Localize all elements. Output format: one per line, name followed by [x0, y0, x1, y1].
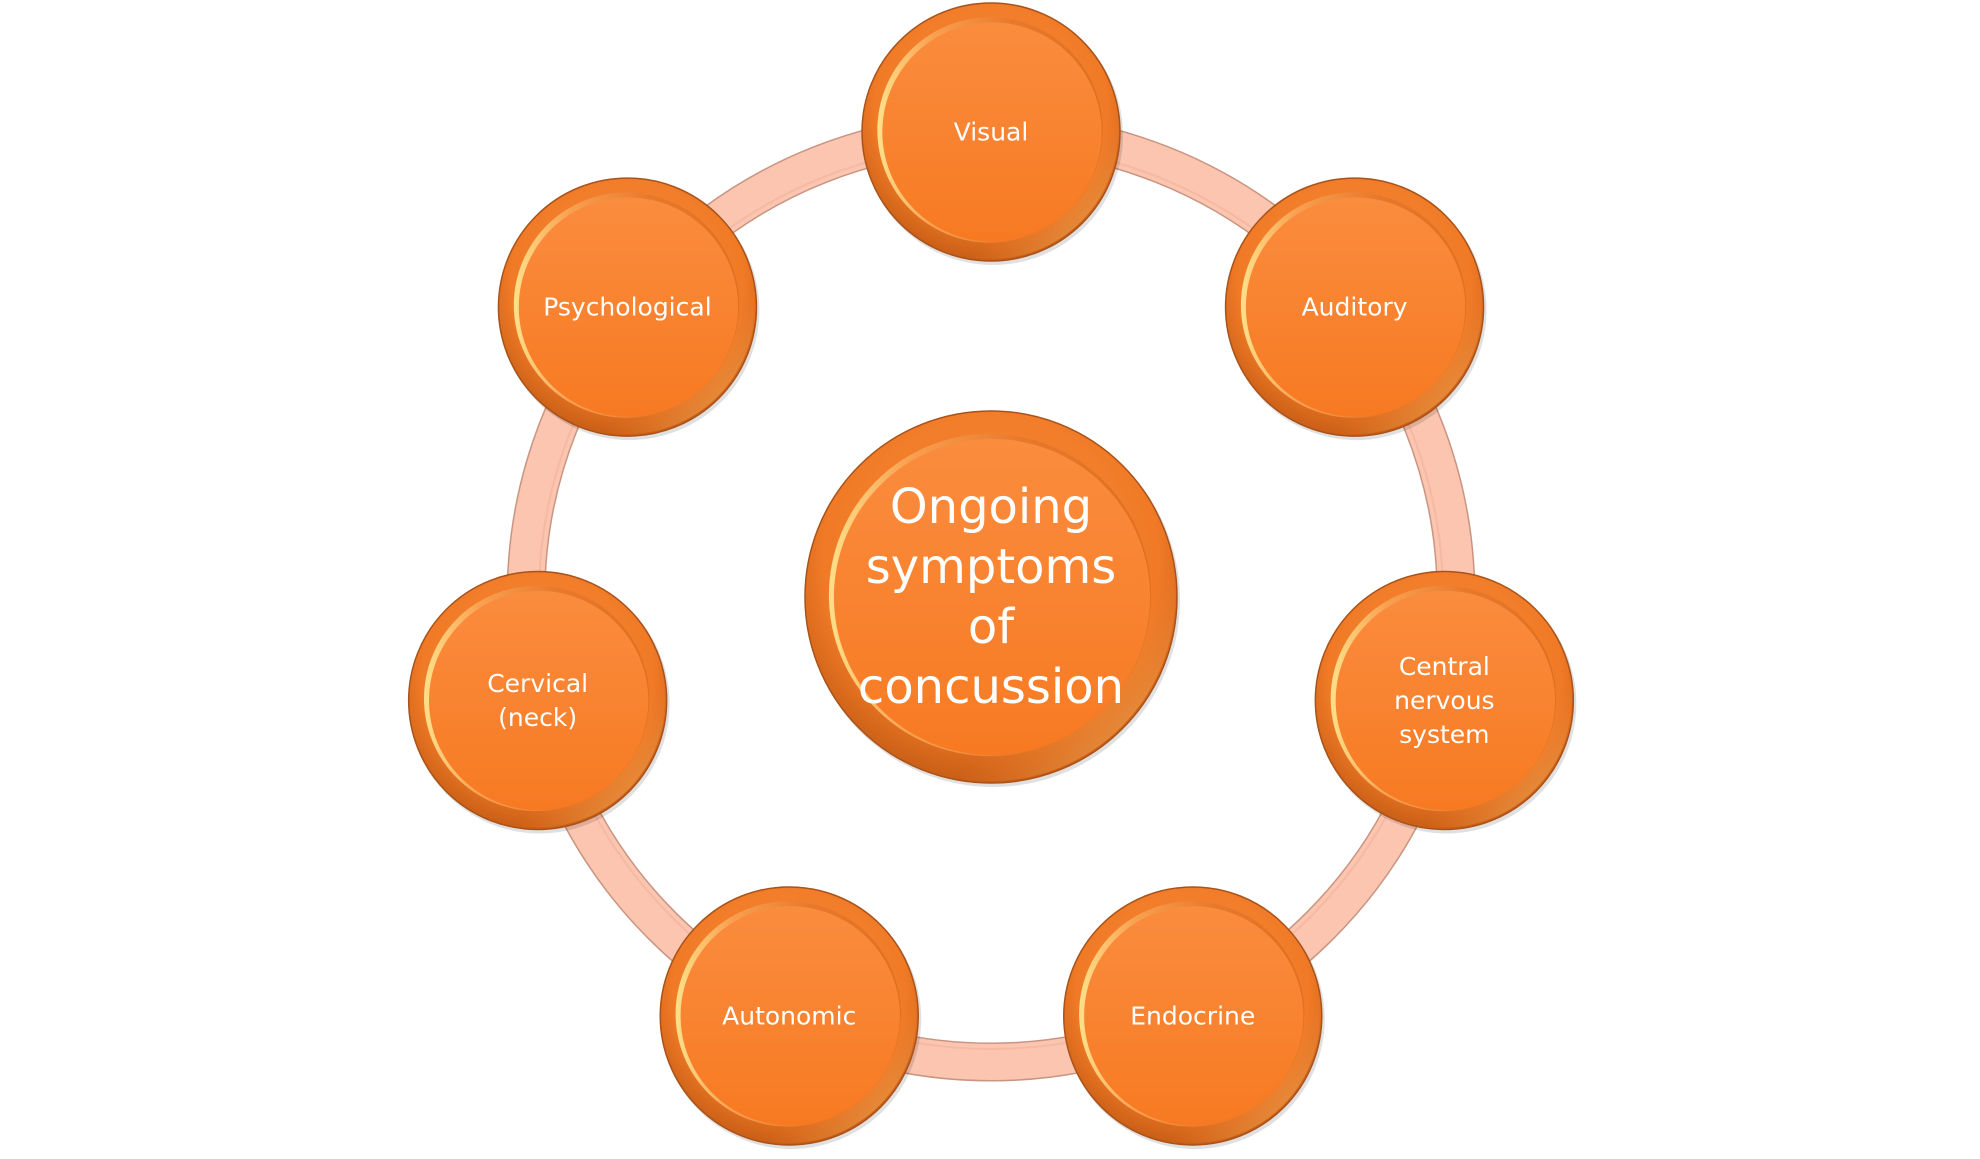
node-face — [833, 438, 1151, 756]
node-face — [1245, 197, 1466, 417]
node-cervical[interactable]: Cervical (neck) — [407, 570, 670, 834]
node-label-line: concussion — [858, 659, 1124, 715]
node-label-line: Autonomic — [722, 1001, 856, 1030]
node-face — [429, 590, 649, 811]
node-face — [518, 197, 739, 417]
node-label-line: nervous — [1394, 686, 1494, 715]
node-label-line: (neck) — [498, 703, 577, 732]
node-label-line: of — [968, 599, 1015, 655]
node-face — [1335, 590, 1555, 811]
node-label-line: Ongoing — [890, 479, 1092, 535]
node-label-line: Endocrine — [1130, 1001, 1255, 1030]
node-psychological[interactable]: Psychological — [497, 177, 760, 441]
node-face — [882, 22, 1102, 242]
node-label-line: Psychological — [543, 293, 711, 322]
node-label-line: system — [1399, 720, 1489, 749]
node-autonomic[interactable]: Autonomic — [659, 886, 922, 1149]
node-label-line: symptoms — [866, 539, 1117, 595]
node-face — [1084, 906, 1304, 1126]
node-auditory[interactable]: Auditory — [1224, 177, 1487, 441]
node-face — [680, 906, 900, 1126]
node-label-line: Cervical — [487, 669, 588, 698]
node-endocrine[interactable]: Endocrine — [1063, 886, 1325, 1149]
node-central-nervous-system[interactable]: Central nervous system — [1314, 570, 1577, 834]
node-label-line: Central — [1399, 652, 1490, 681]
node-visual[interactable]: Visual — [861, 2, 1123, 265]
node-label-line: Visual — [954, 118, 1029, 147]
node-label-line: Auditory — [1302, 293, 1408, 322]
